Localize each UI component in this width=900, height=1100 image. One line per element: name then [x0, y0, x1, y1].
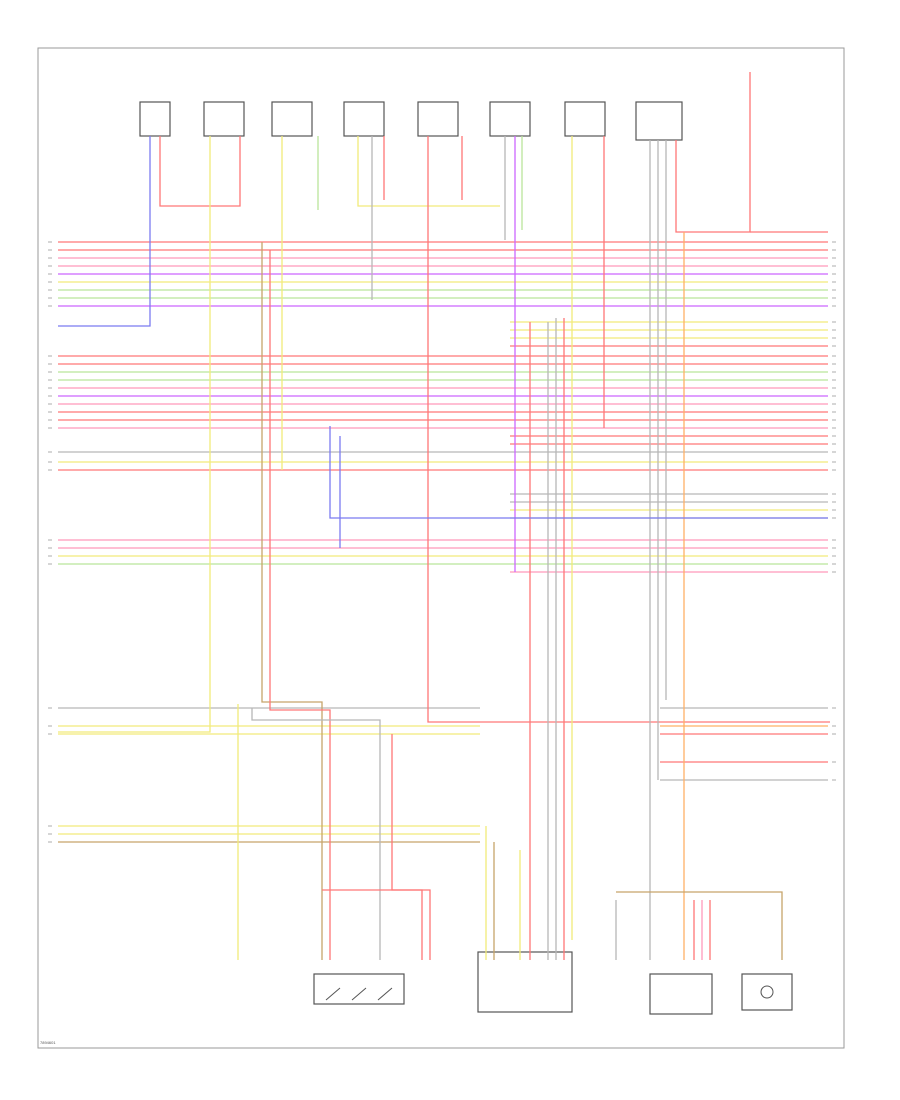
left-sensor-component: [139, 101, 171, 137]
label-layer: [48, 241, 836, 843]
bottom-components: [313, 951, 793, 1015]
center-control-module-component: [477, 951, 573, 1013]
control-module-left-component: [313, 973, 405, 1005]
front-hood-switch-component: [489, 101, 531, 137]
footer-code: 7894601: [40, 1040, 56, 1045]
left-rear-motor-component: [417, 101, 459, 137]
wire-67: [675, 72, 751, 233]
wire-85: [616, 891, 783, 960]
wire-75: [322, 889, 423, 960]
top-components: [139, 101, 683, 141]
wire-71: [269, 250, 331, 960]
right-rear-motor-component: [564, 101, 606, 137]
right-control-module-component: [649, 973, 713, 1015]
wire-layer: [58, 72, 830, 960]
wire-57: [427, 136, 830, 723]
wire-70: [261, 242, 323, 960]
wire-54: [357, 136, 500, 207]
wire-51: [58, 136, 211, 733]
wire-83: [329, 426, 828, 519]
wire-49: [58, 136, 151, 327]
front-switch-component: [343, 101, 385, 137]
horn-component: [741, 973, 793, 1011]
wire-72: [251, 708, 381, 960]
left-rear-switch-component: [203, 101, 245, 137]
right-rear-switch-component: [271, 101, 313, 137]
sensor-unit-component: [635, 101, 683, 141]
wire-50: [159, 136, 241, 207]
